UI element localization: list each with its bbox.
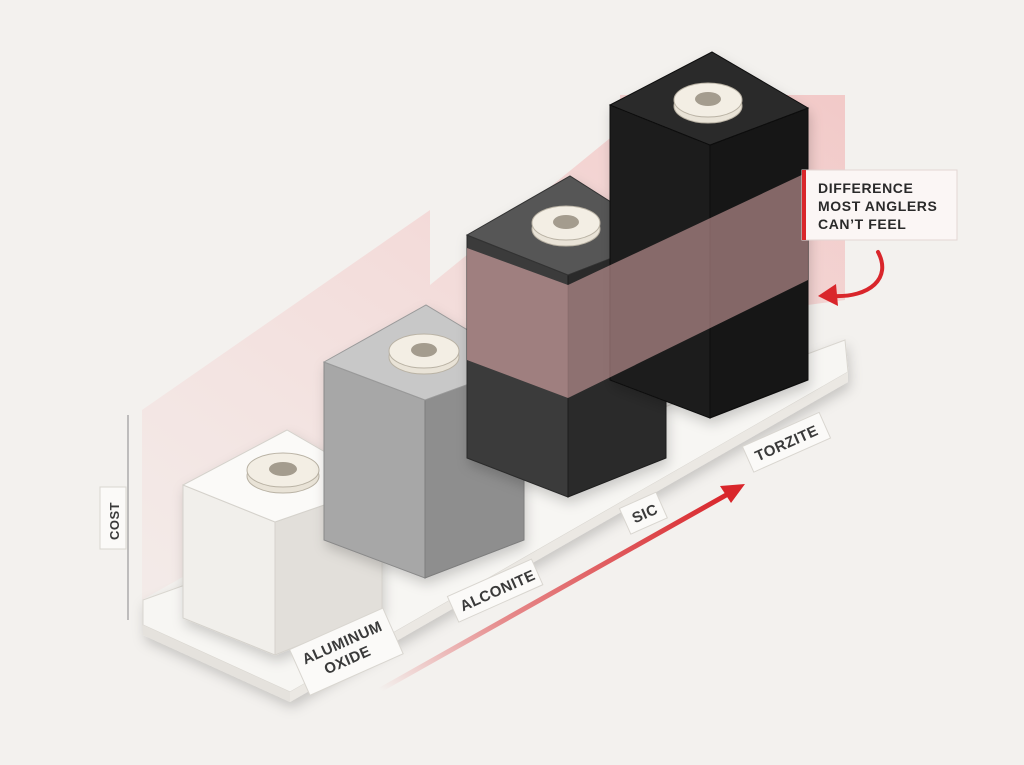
cost-label: COST (107, 502, 122, 540)
callout-line-2: MOST ANGLERS (818, 198, 937, 214)
callout-line-1: DIFFERENCE (818, 180, 913, 196)
difference-band (467, 172, 808, 398)
callout-line-3: CAN’T FEEL (818, 216, 906, 232)
ring-icon (531, 205, 601, 247)
ring-icon (673, 82, 743, 124)
ring-icon (388, 333, 460, 375)
block-aluminum-oxide (181, 429, 384, 656)
ring-icon (246, 452, 320, 494)
cost-axis-label: COST (99, 486, 127, 550)
callout: DIFFERENCE MOST ANGLERS CAN’T FEEL (801, 169, 958, 241)
increase-arrow (377, 484, 745, 693)
callout-arrow (818, 250, 885, 306)
label-sic: SIC (618, 491, 668, 535)
